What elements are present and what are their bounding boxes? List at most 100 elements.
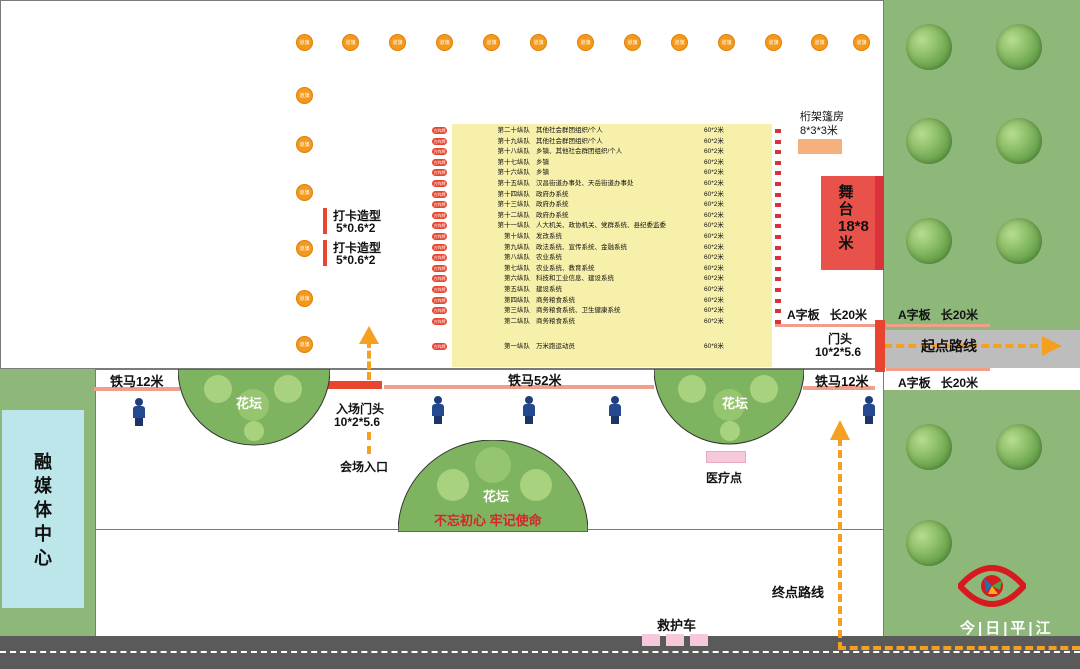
formation-sign-marker: 方阵牌 xyxy=(432,201,447,209)
checkin-prop-label: 打卡造型 xyxy=(333,209,382,223)
team-name: 第十六纵队 xyxy=(497,169,531,177)
team-unit: 其他社会群团组织/个人 xyxy=(536,127,603,134)
security-guard xyxy=(431,396,445,424)
tree xyxy=(906,424,952,470)
red-flag-icon xyxy=(775,150,781,155)
tree xyxy=(996,24,1042,70)
checkin-prop-label: 打卡造型 xyxy=(333,241,382,255)
media-center-label: 融媒体中心 xyxy=(34,452,52,568)
flag-marker: 道旗 xyxy=(296,290,313,307)
end-route-label: 终点路线 xyxy=(772,585,825,600)
red-flag-icon xyxy=(775,245,781,250)
team-name: 第四纵队 xyxy=(504,296,530,304)
iron-barrier-label: 铁马12米 xyxy=(815,374,869,389)
tent-label: 桁架篷房 xyxy=(800,111,844,123)
team-name: 第十五纵队 xyxy=(497,180,531,187)
logo-icon xyxy=(958,565,1026,607)
end-route-arrow-icon xyxy=(830,420,850,440)
a-board-label: A字板 长20米 xyxy=(898,308,979,322)
iron-barrier-label: 铁马12米 xyxy=(110,374,164,389)
red-flag-icon xyxy=(775,235,781,239)
team-size: 60*2米 xyxy=(704,148,724,156)
formation-sign-marker: 方阵牌 xyxy=(432,296,447,304)
ambulance-spot xyxy=(666,634,684,646)
team-size: 60*2米 xyxy=(704,243,724,251)
red-flag-icon xyxy=(775,182,781,186)
team-name: 第二十纵队 xyxy=(497,127,531,134)
tent xyxy=(798,139,842,154)
flower-bed xyxy=(654,369,804,445)
team-name: 第十四纵队 xyxy=(497,190,531,198)
team-unit: 人大机关、政协机关、党群系统、县纪委监委 xyxy=(536,222,666,230)
formation-sign-marker: 方阵牌 xyxy=(432,158,447,166)
team-unit: 科技和工业信息、建设系统 xyxy=(536,275,614,283)
a-board xyxy=(775,324,875,327)
ambulance-spot xyxy=(642,634,660,646)
a-board-label: A字板 长20米 xyxy=(787,308,868,322)
formation-sign-marker: 方阵牌 xyxy=(432,243,447,251)
flag-marker: 道旗 xyxy=(671,34,688,51)
entrance-gate xyxy=(328,381,382,389)
flag-marker: 道旗 xyxy=(296,87,313,104)
a-board xyxy=(886,368,990,371)
entrance-arrow-icon xyxy=(359,326,379,344)
flag-marker: 道旗 xyxy=(811,34,828,51)
ambulance-spot xyxy=(690,634,708,646)
bottom-road-lane-line xyxy=(0,651,1080,653)
iron-barrier xyxy=(803,386,875,390)
entrance-route-line xyxy=(367,432,371,454)
team-size: 60*2米 xyxy=(704,201,724,209)
gate-right-bar xyxy=(875,320,885,372)
team-unit: 政府办系统 xyxy=(536,190,569,198)
team-unit: 商务粮食系统 xyxy=(536,317,575,325)
formation-sign-marker: 方阵牌 xyxy=(432,190,447,198)
checkin-prop-bar xyxy=(323,208,327,234)
checkin-prop-size: 5*0.6*2 xyxy=(336,253,376,267)
team-name: 第十七纵队 xyxy=(497,158,531,166)
slogan: 不忘初心 牢记使命 xyxy=(434,513,542,528)
formation-sign-marker: 方阵牌 xyxy=(432,222,447,230)
formation-sign-marker: 方阵牌 xyxy=(432,275,447,283)
entrance-route-line xyxy=(367,340,371,380)
tree xyxy=(996,218,1042,264)
security-guard xyxy=(862,396,876,424)
flag-marker: 道旗 xyxy=(483,34,500,51)
formation-sign-marker: 方阵牌 xyxy=(432,148,447,156)
flag-marker: 道旗 xyxy=(389,34,406,51)
flag-marker: 道旗 xyxy=(530,34,547,51)
tree xyxy=(996,424,1042,470)
flag-marker: 道旗 xyxy=(342,34,359,51)
formation-sign-marker: 方阵牌 xyxy=(432,211,447,219)
iron-barrier xyxy=(94,387,180,391)
gate-right-label: 门头 xyxy=(828,332,853,346)
team-unit: 汉昌街道办事处、天岳街道办事处 xyxy=(536,180,634,187)
team-size: 60*2米 xyxy=(704,137,724,145)
a-board-label: A字板 长20米 xyxy=(898,376,979,390)
start-route-arrow-icon xyxy=(1042,336,1062,356)
team-size: 60*2米 xyxy=(704,264,724,272)
stage-back xyxy=(875,176,884,270)
flag-marker: 道旗 xyxy=(296,136,313,153)
iron-barrier xyxy=(384,385,654,389)
team-name: 第二纵队 xyxy=(504,317,530,325)
team-unit: 商务粮食系统 xyxy=(536,296,575,304)
tree xyxy=(996,118,1042,164)
team-unit: 政府办系统 xyxy=(536,211,569,219)
team-size: 60*2米 xyxy=(704,286,724,293)
team-unit: 乡镇 xyxy=(536,158,549,166)
flag-marker: 道旗 xyxy=(296,184,313,201)
end-route-line xyxy=(838,646,1080,650)
flag-marker: 道旗 xyxy=(624,34,641,51)
formation-sign-marker: 方阵牌 xyxy=(432,254,447,262)
team-name: 第九纵队 xyxy=(504,243,530,251)
